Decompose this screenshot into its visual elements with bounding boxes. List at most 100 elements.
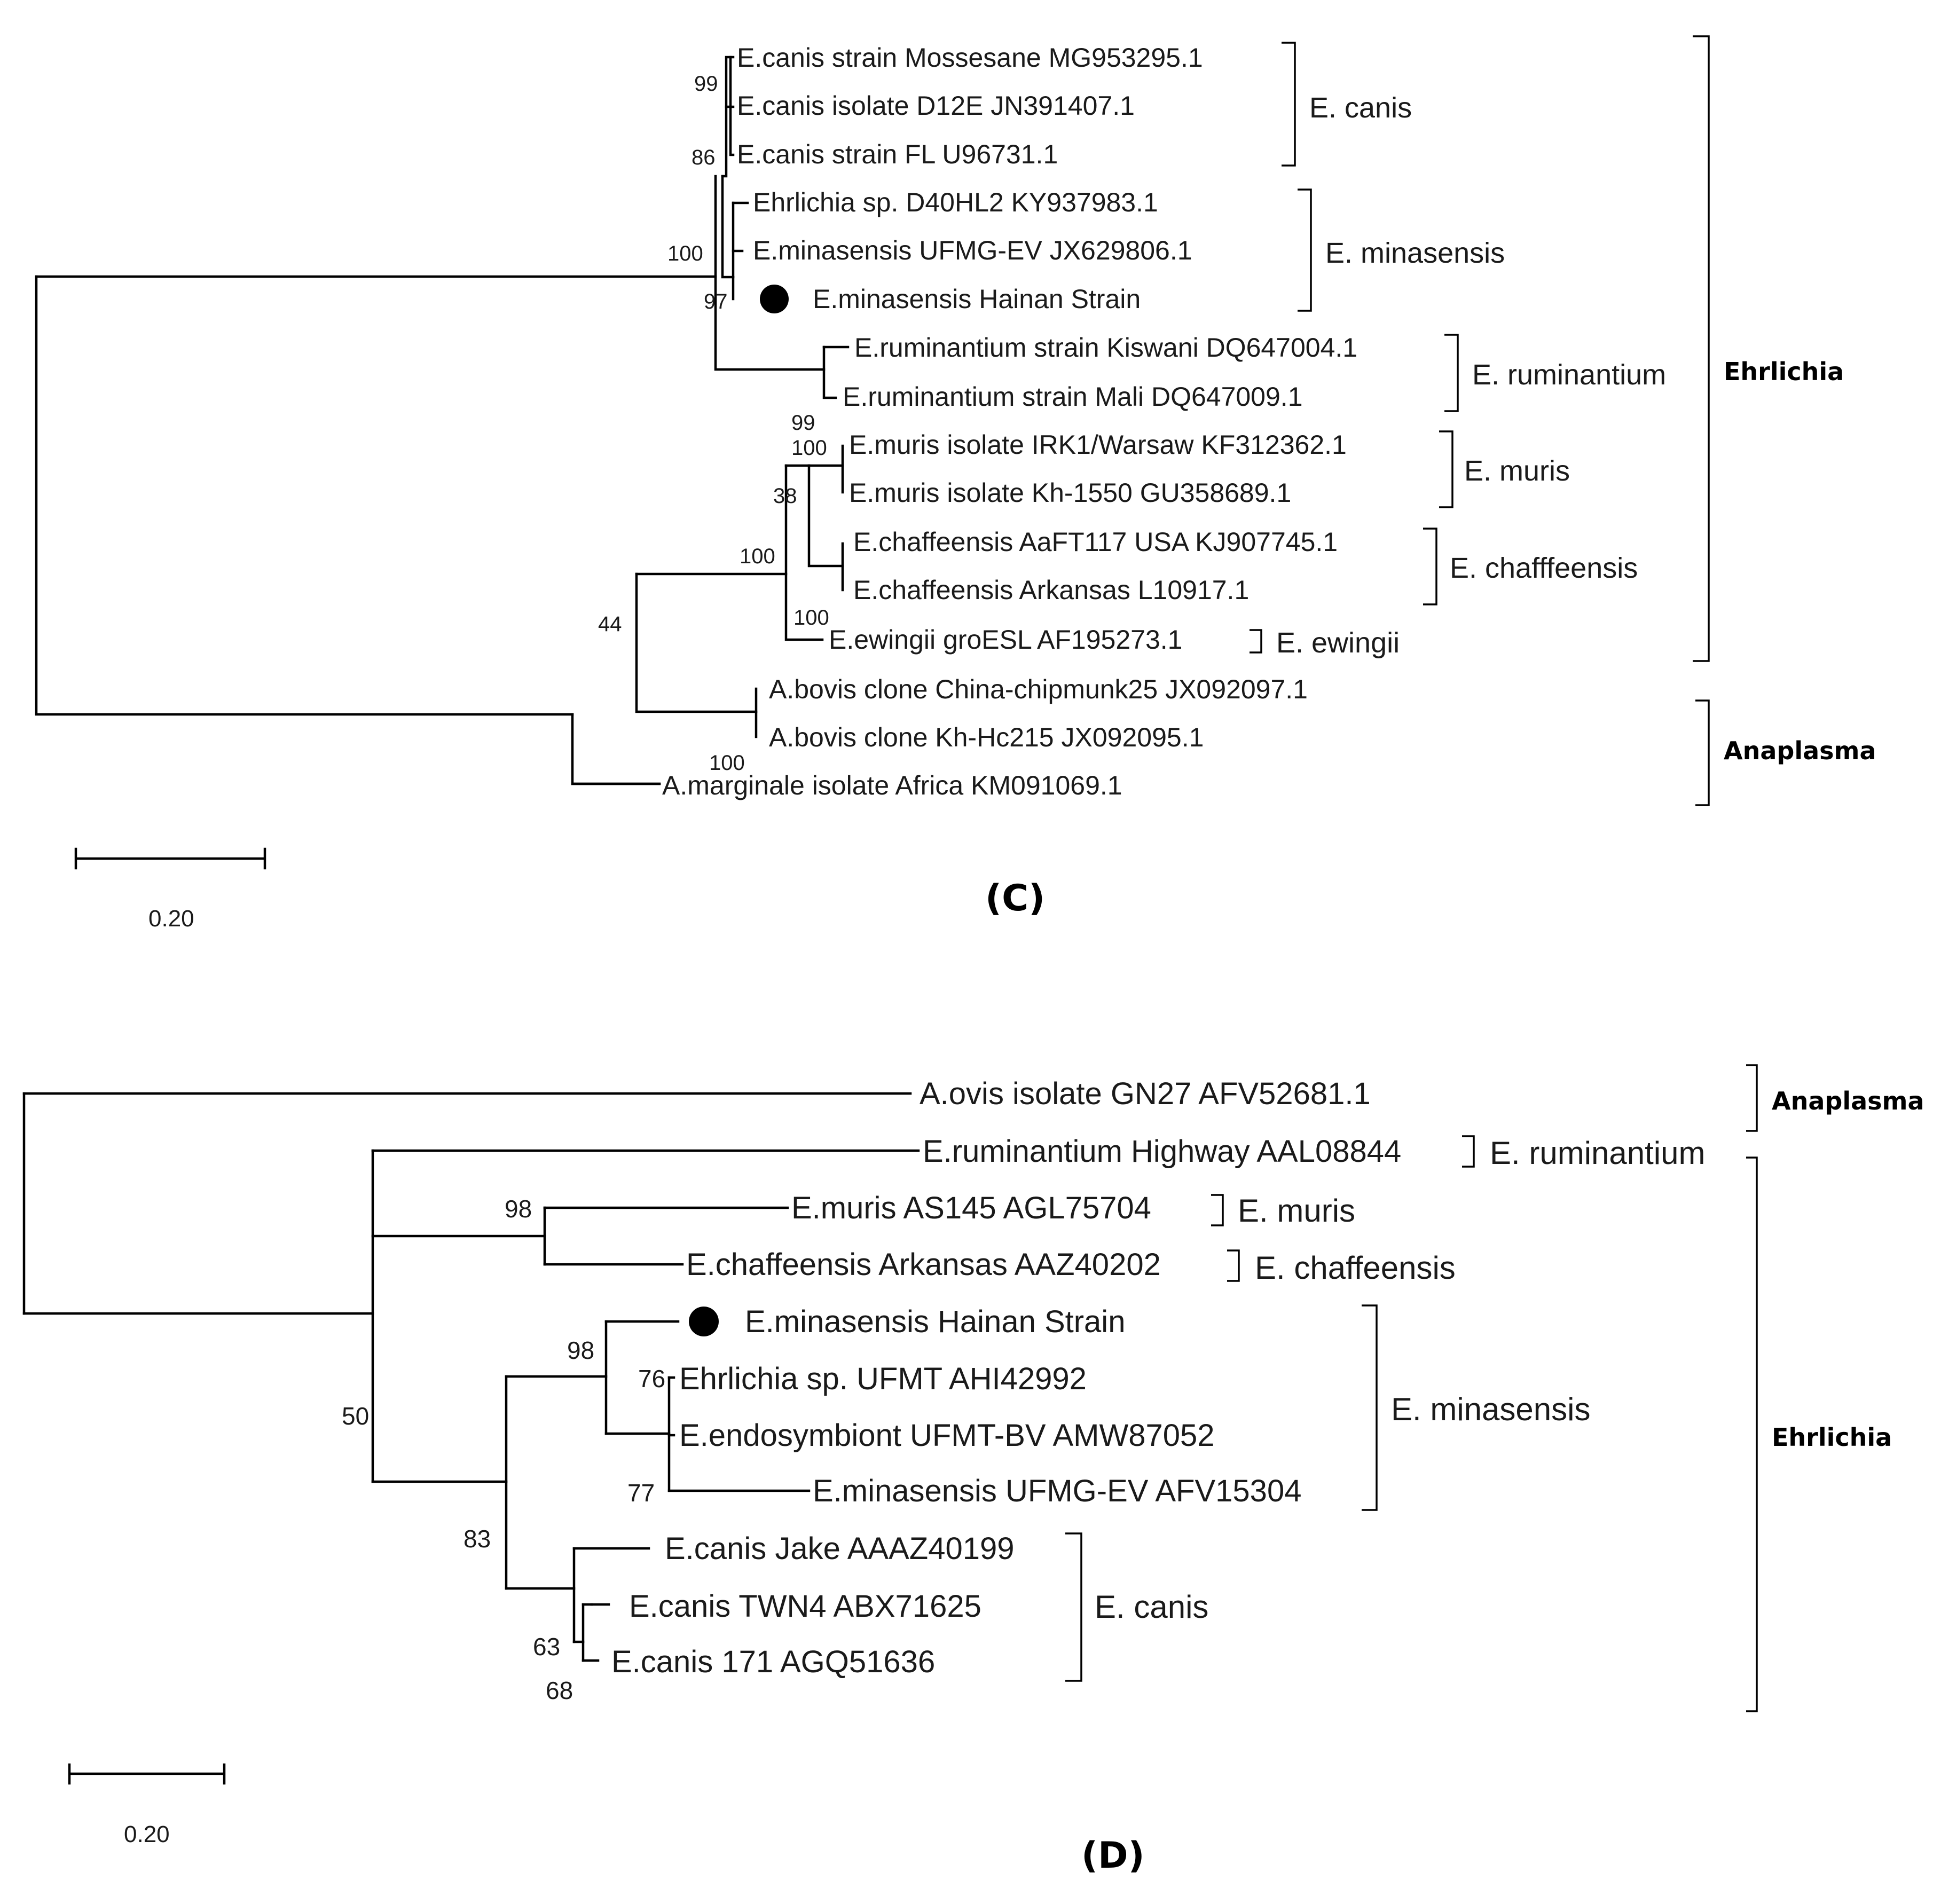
bootstrap-value: 99 bbox=[694, 72, 718, 96]
branch bbox=[807, 464, 844, 568]
genus-bracket bbox=[1693, 35, 1710, 662]
branch bbox=[721, 175, 735, 279]
panel-d-bootstraps: 98 98 76 50 77 83 63 68 bbox=[342, 1195, 665, 1704]
leaf-label: E.muris AS145 AGL75704 bbox=[791, 1191, 1151, 1225]
leaf-label: E.canis isolate D12E JN391407.1 bbox=[737, 91, 1135, 121]
panel-c-tree bbox=[35, 56, 850, 785]
branch bbox=[784, 464, 824, 641]
leaf-label: Ehrlichia sp. UFMT AHI42992 bbox=[679, 1362, 1087, 1396]
panel-c-genus-brackets: Ehrlichia Anaplasma bbox=[1693, 35, 1876, 806]
genus-label: Anaplasma bbox=[1772, 1087, 1924, 1115]
leaf-label: E.ruminantium strain Kiswani DQ647004.1 bbox=[854, 333, 1357, 363]
leaf-label: E.minasensis UFMG-EV JX629806.1 bbox=[753, 235, 1192, 265]
clade-label: E. ewingii bbox=[1276, 627, 1400, 659]
scale-label: 0.20 bbox=[148, 906, 194, 932]
panel-label: (D) bbox=[1081, 1835, 1145, 1877]
leaf-label: A.bovis clone Kh-Hc215 JX092095.1 bbox=[769, 722, 1204, 752]
branch bbox=[714, 175, 826, 371]
panel-d-scale-bar: 0.20 bbox=[68, 1763, 226, 1847]
branch bbox=[35, 275, 574, 716]
genus-label: Anaplasma bbox=[1724, 736, 1876, 765]
leaf-label: E.muris isolate Kh-1550 GU358689.1 bbox=[849, 478, 1291, 508]
leaf-label: E.muris isolate IRK1/Warsaw KF312362.1 bbox=[849, 430, 1347, 460]
bootstrap-value: 100 bbox=[667, 242, 703, 265]
scale-label: 0.20 bbox=[124, 1821, 170, 1847]
hainan-strain-marker bbox=[689, 1307, 719, 1336]
leaf-label: E.ewingii groESL AF195273.1 bbox=[829, 625, 1182, 655]
bootstrap-value: 50 bbox=[342, 1402, 369, 1430]
panel-d-leaves: A.ovis isolate GN27 AFV52681.1 E.ruminan… bbox=[611, 1076, 1401, 1679]
clade-bracket bbox=[1423, 528, 1437, 605]
clade-label: E. muris bbox=[1238, 1193, 1355, 1229]
bootstrap-value: 44 bbox=[598, 612, 622, 636]
leaf-label: E.canis strain Mossesane MG953295.1 bbox=[737, 43, 1203, 73]
clade-bracket bbox=[1439, 430, 1453, 508]
clade-label: E. minasensis bbox=[1325, 237, 1505, 269]
leaf-label: E.canis Jake AAAZ40199 bbox=[665, 1531, 1015, 1566]
bootstrap-value: 100 bbox=[740, 545, 775, 568]
leaf-label: E.ruminantium strain Mali DQ647009.1 bbox=[843, 382, 1303, 412]
bootstrap-value: 86 bbox=[692, 146, 716, 169]
clade-bracket bbox=[1462, 1135, 1475, 1168]
clade-label: E. minasensis bbox=[1391, 1391, 1590, 1427]
panel-d-genus-brackets: Anaplasma Ehrlichia bbox=[1746, 1064, 1924, 1712]
clade-bracket bbox=[1444, 334, 1459, 412]
clade-label: E. canis bbox=[1309, 92, 1412, 124]
leaf-label: E.chaffeensis Arkansas L10917.1 bbox=[853, 575, 1249, 605]
leaf-label: E.ruminantium Highway AAL08844 bbox=[923, 1134, 1401, 1169]
clade-bracket bbox=[1065, 1532, 1082, 1682]
clade-label: E. chafffeensis bbox=[1450, 552, 1638, 584]
bootstrap-value: 97 bbox=[704, 290, 728, 313]
genus-bracket bbox=[1695, 699, 1710, 806]
leaf-label: E.canis strain FL U96731.1 bbox=[737, 139, 1058, 169]
hainan-strain-marker bbox=[760, 285, 789, 313]
clade-bracket bbox=[1282, 42, 1296, 167]
bootstrap-value: 98 bbox=[505, 1195, 532, 1223]
leaf-label: E.endosymbiont UFMT-BV AMW87052 bbox=[679, 1418, 1215, 1453]
bootstrap-value: 83 bbox=[463, 1525, 491, 1553]
genus-label: Ehrlichia bbox=[1772, 1423, 1892, 1452]
leaf-label: E.canis 171 AGQ51636 bbox=[611, 1645, 935, 1679]
bootstrap-value: 63 bbox=[533, 1633, 560, 1661]
clade-bracket bbox=[1250, 629, 1262, 654]
clade-label: E. ruminantium bbox=[1490, 1135, 1705, 1171]
leaf-label: E.minasensis Hainan Strain bbox=[745, 1304, 1125, 1339]
leaf-label: A.bovis clone China-chipmunk25 JX092097.… bbox=[769, 674, 1308, 704]
clade-bracket bbox=[1227, 1249, 1240, 1282]
panel-label: (C) bbox=[985, 877, 1045, 919]
leaf-label: E.minasensis UFMG-EV AFV15304 bbox=[813, 1474, 1301, 1508]
branch bbox=[732, 201, 749, 253]
branch bbox=[571, 713, 661, 785]
leaf-label: E.chaffeensis Arkansas AAZ40202 bbox=[686, 1247, 1161, 1282]
clade-label: E. canis bbox=[1095, 1589, 1208, 1625]
bootstrap-value: 98 bbox=[567, 1336, 594, 1364]
genus-label: Ehrlichia bbox=[1724, 357, 1844, 386]
genus-bracket bbox=[1746, 1156, 1758, 1712]
bootstrap-value: 100 bbox=[709, 751, 745, 775]
panel-d-clade-brackets: E. ruminantium E. muris E. chaffeensis E… bbox=[1065, 1135, 1705, 1682]
genus-bracket bbox=[1746, 1064, 1758, 1132]
bootstrap-value: 100 bbox=[793, 606, 829, 630]
leaf-label: E.chaffeensis AaFT117 USA KJ907745.1 bbox=[853, 527, 1338, 557]
branch bbox=[729, 56, 735, 156]
panel-c-bootstraps: 99 86 100 97 99 100 38 100 100 44 100 bbox=[598, 72, 829, 775]
panel-c-scale-bar: 0.20 bbox=[74, 847, 266, 932]
panel-c-clade-brackets: E. canis E. minasensis E. ruminantium E.… bbox=[1250, 42, 1666, 659]
bootstrap-value: 99 bbox=[791, 411, 815, 435]
panel-c-leaves: E.canis strain Mossesane MG953295.1 E.ca… bbox=[662, 43, 1357, 800]
bootstrap-value: 77 bbox=[627, 1479, 655, 1507]
clade-bracket bbox=[1298, 188, 1312, 312]
leaf-label: E.canis TWN4 ABX71625 bbox=[629, 1589, 981, 1624]
bootstrap-value: 100 bbox=[791, 436, 827, 460]
clade-label: E. muris bbox=[1464, 455, 1570, 487]
leaf-label: Ehrlichia sp. D40HL2 KY937983.1 bbox=[753, 187, 1158, 217]
bootstrap-value: 76 bbox=[638, 1365, 665, 1392]
leaf-label: A.marginale isolate Africa KM091069.1 bbox=[662, 770, 1122, 800]
scale-bar bbox=[68, 1763, 226, 1785]
clade-bracket bbox=[1211, 1194, 1224, 1226]
scale-bar bbox=[74, 847, 266, 870]
bootstrap-value: 38 bbox=[773, 484, 797, 508]
leaf-label: E.minasensis Hainan Strain bbox=[813, 284, 1141, 314]
clade-label: E. chaffeensis bbox=[1255, 1250, 1456, 1286]
